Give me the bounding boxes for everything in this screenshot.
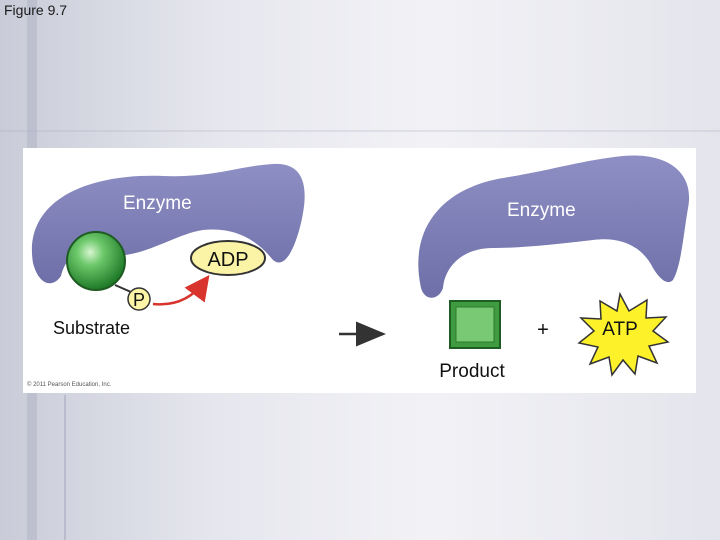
product-box-face (455, 306, 495, 343)
right-enzyme-label: Enzyme (507, 200, 576, 221)
phosphate-circle (127, 287, 151, 311)
phosphate-bond (114, 284, 132, 293)
plus-sign: + (537, 319, 549, 341)
adp-label: ADP (207, 249, 248, 271)
atp-burst (577, 291, 670, 377)
left-enzyme-label: Enzyme (123, 193, 192, 214)
enzyme-diagram: Enzyme P ADP Substrate Enzyme Product + … (27, 155, 690, 388)
slide-title: Figure 9.7 (4, 2, 68, 18)
transfer-arrow (152, 274, 210, 306)
substrate-sphere (66, 231, 126, 291)
substrate-label: Substrate (53, 318, 130, 338)
left-enzyme-shape (31, 163, 305, 284)
right-enzyme-shape (418, 155, 690, 298)
background-horizontal-line (0, 130, 720, 132)
background-vertical-line-thin (64, 395, 66, 540)
adp-ellipse (190, 240, 266, 276)
product-label: Product (439, 361, 505, 382)
figure-panel: Enzyme P ADP Substrate Enzyme Product + … (23, 148, 696, 393)
phosphate-label: P (133, 290, 145, 310)
copyright-text: © 2011 Pearson Education, Inc. (27, 381, 112, 388)
atp-label: ATP (602, 319, 638, 340)
